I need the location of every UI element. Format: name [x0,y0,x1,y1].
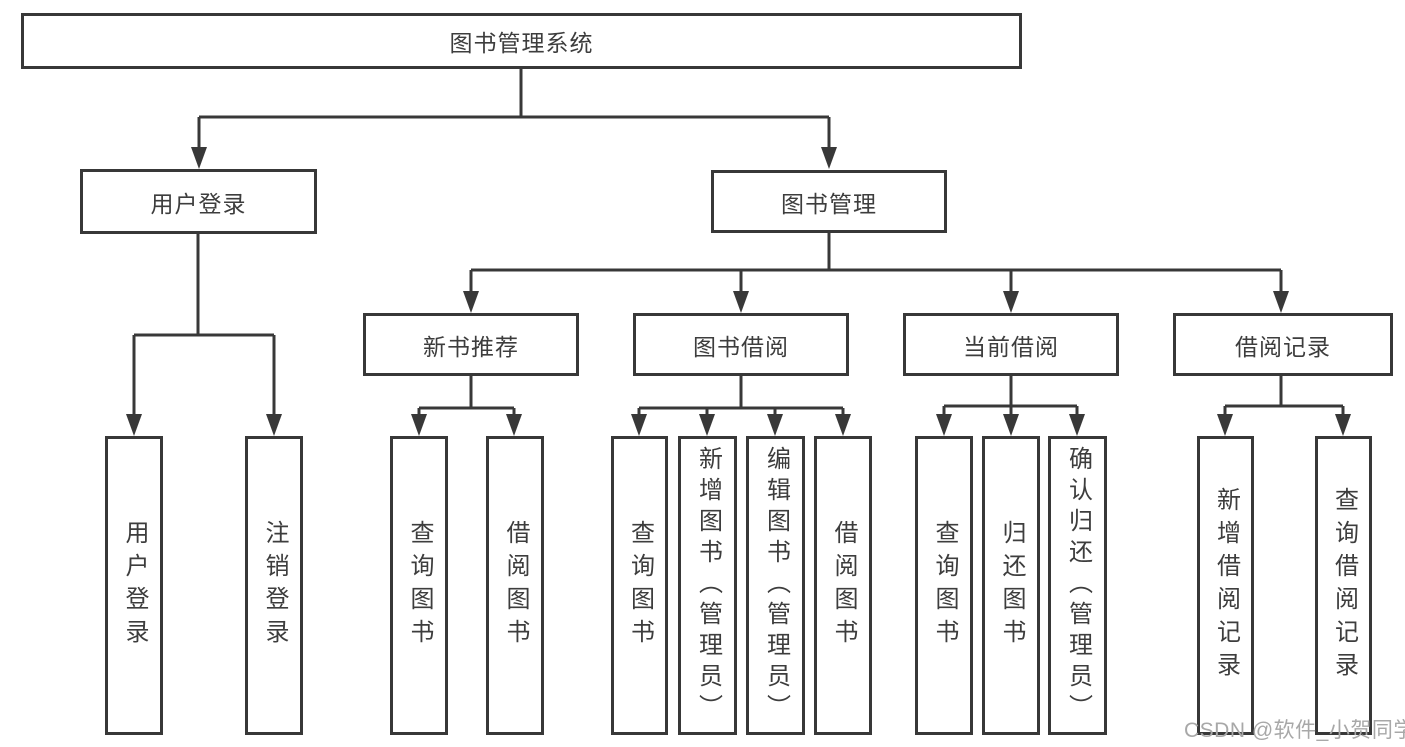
csdn-watermark: CSDN @软件_小贺同学 [1184,719,1405,742]
connector-paths [132,69,1345,416]
node-borrow-record: 借阅记录 [1173,313,1393,376]
arrow-down-icon [506,414,522,436]
arrow-down-icon [767,414,783,436]
arrow-down-icon [631,414,647,436]
leaf-newbook-borrow-books: 借阅图书 [486,436,544,735]
leaf-newbook-query-books: 查询图书 [390,436,448,735]
arrow-down-icon [1335,414,1351,436]
arrow-down-icon [821,147,837,169]
node-book-management: 图书管理 [711,170,947,233]
arrow-down-icon [699,414,715,436]
arrow-down-icon [1069,414,1085,436]
arrow-down-icon [1003,414,1019,436]
leaf-current-return-books: 归还图书 [982,436,1040,735]
leaf-user-login: 用户登录 [105,436,163,735]
node-current-borrow: 当前借阅 [903,313,1119,376]
leaf-borrow-query-books: 查询图书 [611,436,668,735]
arrow-down-icon [411,414,427,436]
arrow-down-icon [1273,291,1289,313]
leaf-current-query-books: 查询图书 [915,436,973,735]
leaf-current-confirm-return-admin: 确认归还（管理员） [1048,436,1107,735]
arrow-down-icon [733,291,749,313]
arrow-down-icon [463,291,479,313]
node-book-borrow: 图书借阅 [633,313,849,376]
leaf-borrow-borrow-books: 借阅图书 [814,436,872,735]
arrow-down-icon [126,414,142,436]
node-root: 图书管理系统 [21,13,1022,69]
arrowhead-icons [126,147,1351,436]
leaf-borrow-add-books-admin: 新增图书（管理员） [678,436,737,735]
arrow-down-icon [835,414,851,436]
node-user-login: 用户登录 [80,169,317,234]
arrow-down-icon [191,147,207,169]
arrow-down-icon [1217,414,1233,436]
leaf-logout: 注销登录 [245,436,303,735]
node-new-book-recommend: 新书推荐 [363,313,579,376]
arrow-down-icon [1003,291,1019,313]
arrow-down-icon [936,414,952,436]
leaf-borrow-edit-books-admin: 编辑图书（管理员） [746,436,805,735]
arrow-down-icon [266,414,282,436]
leaf-record-query-record: 查询借阅记录 [1315,436,1372,735]
leaf-record-add-record: 新增借阅记录 [1197,436,1254,735]
